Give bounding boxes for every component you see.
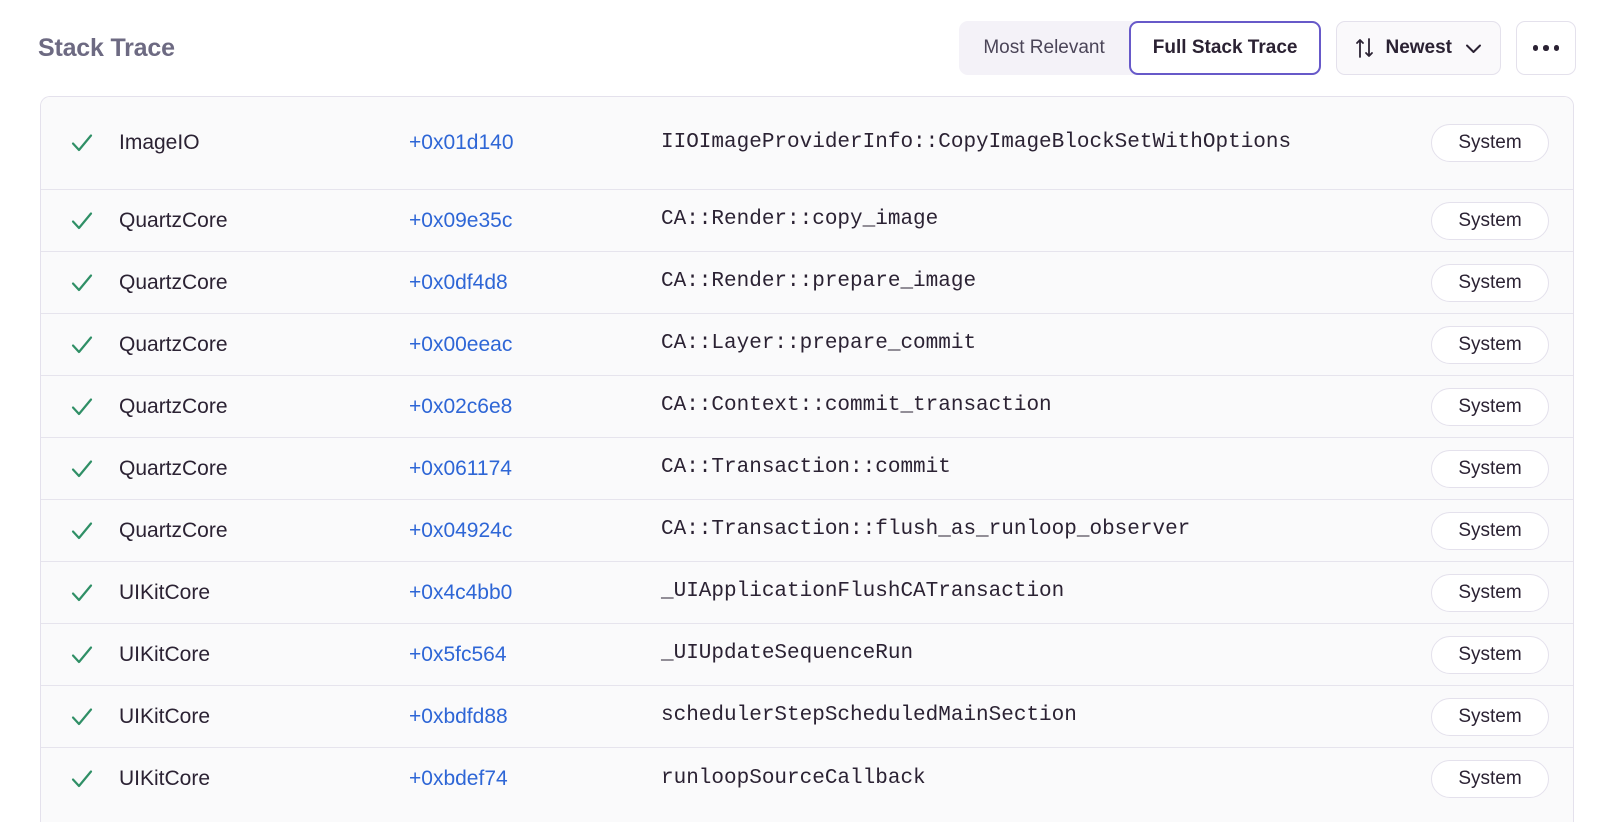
status-badge: System <box>1431 573 1549 612</box>
frame-module: UIKitCore <box>119 767 211 790</box>
stack-trace-view-segmented-control[interactable]: Most Relevant Full Stack Trace <box>959 21 1322 75</box>
frame-module: QuartzCore <box>119 332 228 356</box>
frame-module: QuartzCore <box>119 208 228 232</box>
table-row[interactable]: UIKitCore +0xbdfd88 schedulerStepScheduled… <box>41 686 1573 748</box>
frame-module: ImageIO <box>119 131 200 154</box>
table-row[interactable]: QuartzCore +0x02c6e8 CA::Context::commit_t… <box>41 376 1573 438</box>
tab-full-stack-trace[interactable]: Full Stack Trace <box>1128 21 1322 75</box>
frame-badge-container: System <box>1431 201 1549 240</box>
frame-badge-container: System <box>1431 573 1549 612</box>
check-icon <box>69 580 119 606</box>
frame-function: CA::Context::commit_transaction <box>661 394 1052 418</box>
table-row[interactable]: QuartzCore +0x00eeac CA::Layer::prepare_co… <box>41 314 1573 376</box>
tab-most-relevant[interactable]: Most Relevant <box>983 37 1105 58</box>
check-icon <box>69 518 119 544</box>
frame-badge-container: System <box>1431 635 1549 674</box>
ellipsis-icon-dot-3 <box>1553 45 1560 51</box>
check-icon <box>69 270 119 296</box>
frame-badge-container: System <box>1431 387 1549 426</box>
table-row[interactable]: QuartzCore +0x061174 CA::Transaction::comm… <box>41 438 1573 500</box>
table-row[interactable]: UIKitCore +0xbdef74 runloopSourceCallback S… <box>41 748 1573 810</box>
frame-badge-container: System <box>1431 124 1549 162</box>
chevron-down-icon <box>1465 43 1482 54</box>
frame-address-link[interactable]: +0x5fc564 <box>409 642 507 666</box>
frame-function: schedulerStepScheduledMainSection <box>661 704 1077 728</box>
table-row[interactable]: QuartzCore +0x04924c CA::Transaction::flus… <box>41 500 1573 562</box>
frame-address-link[interactable]: +0xbdfd88 <box>409 704 508 728</box>
frame-module: QuartzCore <box>119 456 228 480</box>
frame-function: runloopSourceCallback <box>661 766 926 790</box>
frame-badge-container: System <box>1431 263 1549 302</box>
status-badge: System <box>1431 263 1549 302</box>
frame-address-link[interactable]: +0xbdef74 <box>409 767 508 790</box>
stack-trace-header: Stack Trace Most Relevant Full Stack Tra… <box>0 0 1614 96</box>
frame-address-link[interactable]: +0x00eeac <box>409 332 513 356</box>
more-options-button[interactable] <box>1516 21 1576 75</box>
header-controls: Most Relevant Full Stack Trace Newest <box>959 21 1576 75</box>
status-badge: System <box>1431 201 1549 240</box>
frame-function: CA::Transaction::flush_as_runloop_observ… <box>661 518 1191 542</box>
frame-function: CA::Render::copy_image <box>661 208 939 232</box>
ellipsis-icon <box>1532 45 1539 51</box>
frame-address-link[interactable]: +0x0df4d8 <box>409 270 508 294</box>
frame-module: QuartzCore <box>119 270 228 294</box>
sort-dropdown[interactable]: Newest <box>1336 21 1501 75</box>
status-badge: System <box>1431 387 1549 426</box>
frame-address-link[interactable]: +0x4c4bb0 <box>409 580 513 604</box>
status-badge: System <box>1431 760 1549 798</box>
check-icon <box>69 704 119 730</box>
table-row[interactable]: QuartzCore +0x09e35c CA::Render::copy_imag… <box>41 190 1573 252</box>
check-icon <box>69 766 119 792</box>
frame-module: QuartzCore <box>119 518 228 542</box>
table-row[interactable]: UIKitCore +0x5fc564 _UIUpdateSequenceRun Sy… <box>41 624 1573 686</box>
frame-badge-container: System <box>1431 697 1549 736</box>
frame-function: IIOImageProviderInfo::CopyImageBlockSetW… <box>661 130 1292 154</box>
frame-address-link[interactable]: +0x061174 <box>409 456 512 480</box>
status-badge: System <box>1431 124 1549 162</box>
frame-badge-container: System <box>1431 760 1549 798</box>
frame-badge-container: System <box>1431 449 1549 488</box>
page-title: Stack Trace <box>38 33 175 62</box>
ellipsis-icon-dot-2 <box>1543 45 1549 51</box>
frame-badge-container: System <box>1431 511 1549 550</box>
status-badge: System <box>1431 635 1549 674</box>
status-badge: System <box>1431 325 1549 364</box>
status-badge: System <box>1431 697 1549 736</box>
check-icon <box>69 456 119 482</box>
frame-address-link[interactable]: +0x04924c <box>409 518 513 542</box>
table-row[interactable]: ImageIO +0x01d140 IIOImageProviderInfo::Co… <box>41 97 1573 190</box>
check-icon <box>69 130 119 156</box>
frame-module: QuartzCore <box>119 394 228 418</box>
table-row[interactable]: UIKitCore +0x4c4bb0 _UIApplicationFlushCAT… <box>41 562 1573 624</box>
frame-module: UIKitCore <box>119 704 211 728</box>
frame-function: _UIUpdateSequenceRun <box>661 642 914 666</box>
sort-arrows-icon <box>1355 37 1374 59</box>
check-icon <box>69 208 119 234</box>
sort-label: Newest <box>1385 37 1452 58</box>
frame-function: _UIApplicationFlushCATransaction <box>661 580 1065 604</box>
status-badge: System <box>1431 511 1549 550</box>
table-row[interactable]: QuartzCore +0x0df4d8 CA::Render::prepare_i… <box>41 252 1573 314</box>
check-icon <box>69 394 119 420</box>
frame-address-link[interactable]: +0x09e35c <box>409 208 513 232</box>
status-badge: System <box>1431 449 1549 488</box>
check-icon <box>69 332 119 358</box>
frame-module: UIKitCore <box>119 580 211 604</box>
frame-function: CA::Layer::prepare_commit <box>661 332 977 356</box>
check-icon <box>69 642 119 668</box>
frame-function: CA::Transaction::commit <box>661 456 951 480</box>
frame-address-link[interactable]: +0x02c6e8 <box>409 394 513 418</box>
frame-module: UIKitCore <box>119 642 211 666</box>
frame-function: CA::Render::prepare_image <box>661 270 977 294</box>
frame-badge-container: System <box>1431 325 1549 364</box>
frame-address-link[interactable]: +0x01d140 <box>409 131 514 154</box>
stack-frame-table: ImageIO +0x01d140 IIOImageProviderInfo::Co… <box>40 96 1574 822</box>
